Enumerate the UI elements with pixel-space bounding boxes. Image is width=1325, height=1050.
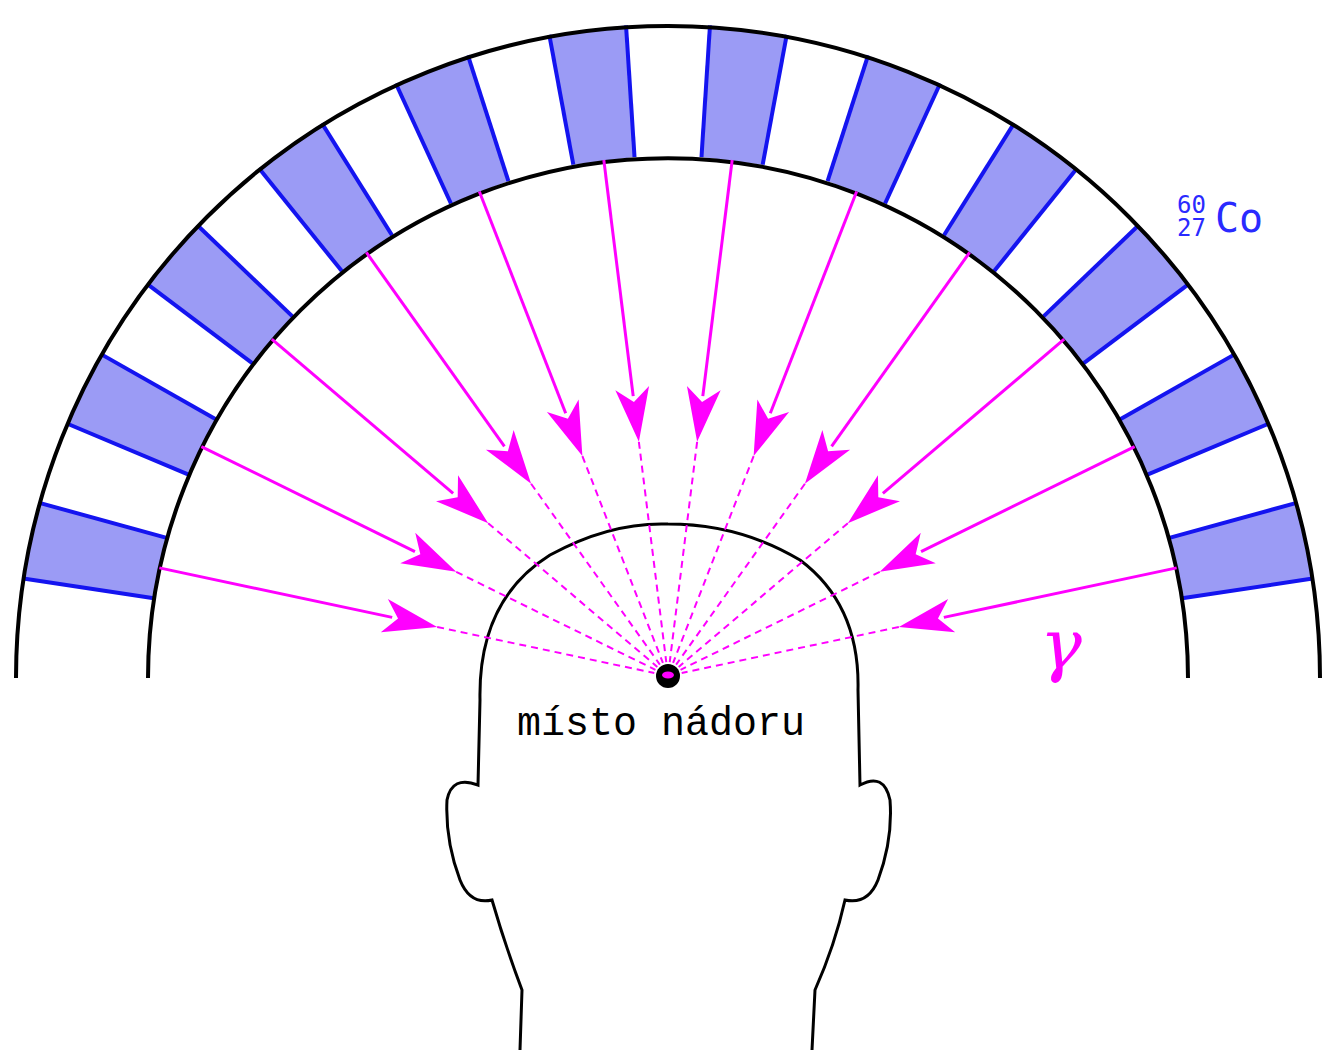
arrowhead [805, 430, 850, 484]
gamma-beam [832, 252, 970, 446]
source-edge [147, 284, 252, 363]
dashed-beam [488, 523, 657, 667]
gamma-beams [159, 160, 1176, 673]
cobalt-sources [23, 25, 1312, 598]
source-edge [626, 25, 634, 157]
dashed-beam [531, 484, 660, 665]
source-edge [67, 424, 189, 475]
tumor-dot [656, 664, 680, 688]
cobalt-source [23, 503, 166, 598]
dashed-beam [456, 572, 655, 670]
arrowhead [547, 400, 582, 456]
source-edge [23, 579, 154, 599]
outer-shield-arc [16, 26, 1320, 678]
gamma-beam [272, 339, 453, 493]
arrowhead [880, 533, 936, 572]
dashed-beam [676, 484, 805, 665]
arrowhead [899, 599, 955, 632]
arrowhead [687, 386, 721, 442]
arrowhead [615, 386, 649, 442]
cobalt-source [67, 354, 216, 475]
dashed-beam [639, 442, 666, 662]
gamma-beam [770, 191, 856, 413]
dashed-beam [582, 456, 663, 663]
isotope-atomic-number: 27 [1177, 216, 1206, 240]
gamma-beam [479, 191, 565, 413]
gamma-beam [159, 568, 392, 617]
source-edge [828, 55, 869, 181]
source-edge [1083, 284, 1188, 363]
source-edge [944, 123, 1014, 235]
dashed-beam [673, 456, 754, 663]
isotope-mass-number: 60 [1177, 193, 1206, 217]
tumor-core [662, 672, 674, 679]
cobalt-source [1120, 354, 1269, 475]
arrowhead [436, 475, 488, 523]
source-edge [885, 84, 940, 204]
cobalt-source [549, 25, 634, 164]
source-edge [396, 84, 451, 204]
gamma-symbol: γ [1040, 610, 1082, 680]
gamma-beam [883, 339, 1064, 493]
source-edge [1147, 424, 1269, 475]
source-edge [1044, 225, 1139, 316]
gamma-beam [366, 252, 504, 446]
source-edge [468, 55, 509, 181]
source-edge [259, 168, 342, 271]
gamma-beam [703, 160, 732, 396]
source-edge [1169, 503, 1296, 538]
arrowhead [400, 533, 456, 572]
source-edge [197, 225, 292, 316]
source-edge [39, 503, 166, 538]
inner-shield-arc [148, 158, 1188, 678]
source-edge [101, 354, 216, 419]
head-outline [447, 524, 891, 1050]
dashed-beam [670, 442, 697, 662]
source-edge [701, 25, 709, 157]
dashed-beam [437, 627, 654, 673]
arrowhead [381, 599, 437, 632]
dashed-beam [679, 523, 848, 667]
arrowhead [754, 400, 789, 456]
arrowhead [486, 430, 531, 484]
source-edge [322, 123, 392, 235]
cobalt-source [1169, 503, 1312, 598]
gamma-beam [604, 160, 633, 396]
source-edge [994, 168, 1077, 271]
dashed-beam [682, 627, 899, 673]
source-edge [763, 35, 787, 165]
source-edge [1182, 579, 1313, 599]
gamma-beam [921, 447, 1135, 552]
cobalt-source [701, 25, 786, 164]
dashed-beam [681, 572, 880, 670]
tumor-label: místo nádoru [517, 705, 805, 745]
arrowhead [848, 475, 900, 523]
gamma-beam [201, 447, 415, 552]
source-edge [1120, 354, 1235, 419]
source-edge [549, 35, 573, 165]
isotope-symbol: Co [1215, 198, 1263, 238]
